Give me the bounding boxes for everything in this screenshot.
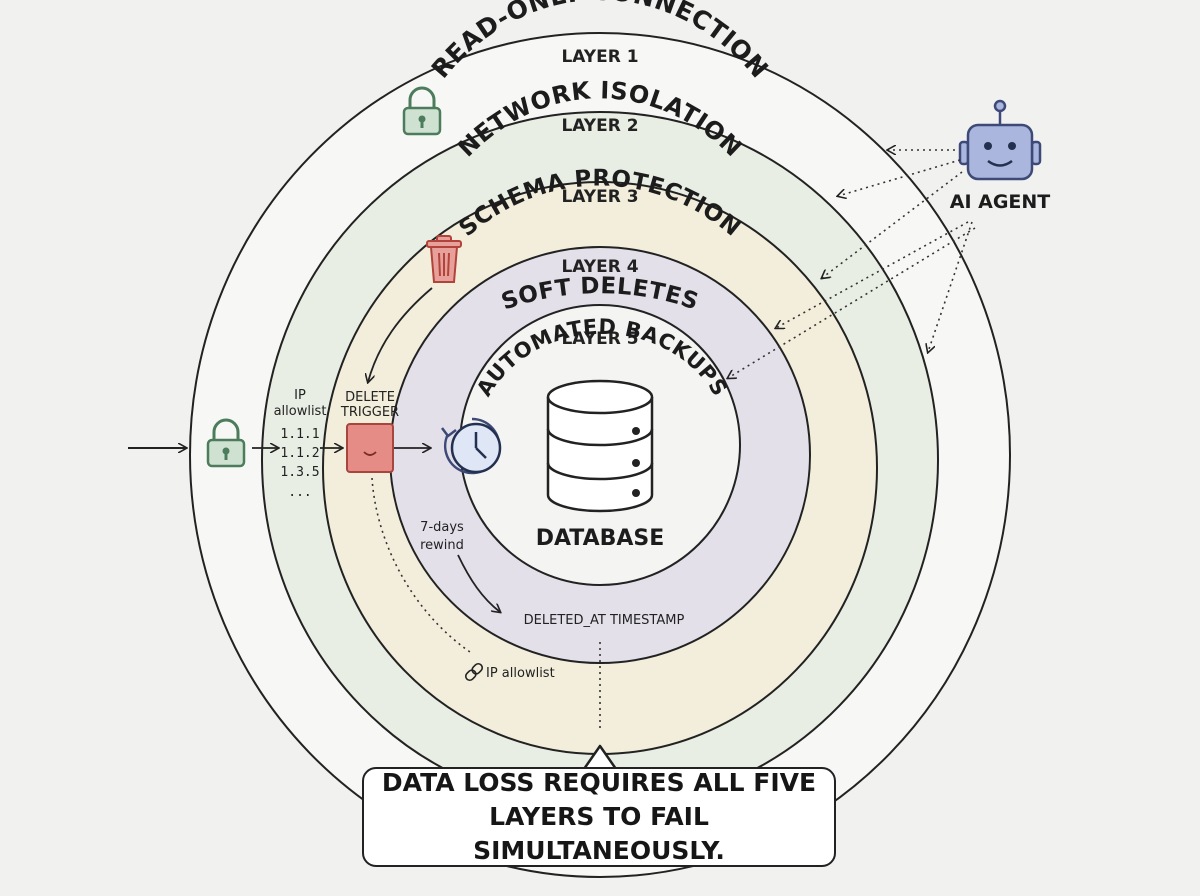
- layer-1-number: LAYER 1: [561, 47, 638, 67]
- trash-icon: [426, 235, 462, 283]
- agent-arrow-layer5: [728, 227, 976, 378]
- database-icon: [546, 379, 654, 513]
- lock-icon: [402, 86, 442, 136]
- database-label: DATABASE: [536, 526, 665, 551]
- layer-2-number: LAYER 2: [561, 116, 638, 136]
- lock-icon-left: [206, 418, 246, 468]
- callout-pointer: [582, 744, 618, 770]
- summary-callout: DATA LOSS REQUIRES ALL FIVE LAYERS TO FA…: [362, 767, 836, 867]
- trigger-label-line2: TRIGGER: [340, 405, 399, 420]
- layer-5-number: LAYER 5: [561, 329, 638, 349]
- link-icon: [464, 662, 484, 682]
- agent-label: AI AGENT: [950, 191, 1051, 213]
- rewind-arrow: [457, 554, 500, 612]
- backup-clock-icon: [441, 417, 502, 475]
- allowlist-title-line2: allowlist: [274, 404, 327, 419]
- delete-trigger-box: [346, 423, 394, 473]
- trash-to-trigger-arrow: [368, 287, 433, 382]
- rewind-label-line2: rewind: [420, 538, 464, 553]
- robot-icon: [958, 99, 1042, 181]
- rewind-label-line1: 7-days: [420, 520, 464, 535]
- allowlist-ip: ...: [288, 485, 311, 500]
- layer-3-number: LAYER 3: [561, 187, 638, 207]
- layer-4-number: LAYER 4: [561, 257, 638, 277]
- trigger-label-line1: DELETE: [345, 390, 395, 405]
- agent-arrow-outer: [928, 221, 973, 352]
- allowlist-ip: 1.1.2: [280, 446, 319, 461]
- callout-text: DATA LOSS REQUIRES ALL FIVE LAYERS TO FA…: [364, 766, 834, 868]
- allowlist-title-line1: IP: [294, 388, 306, 403]
- callout-line1: DATA LOSS REQUIRES ALL FIVE: [381, 768, 817, 797]
- agent-arrow-layer4: [776, 221, 969, 328]
- link-label: IP allowlist: [486, 666, 555, 681]
- allowlist-ip: 1.1.1: [280, 427, 319, 442]
- timestamp-label: DELETED_AT TIMESTAMP: [524, 613, 685, 628]
- allowlist-ip: 1.3.5: [280, 465, 319, 480]
- callout-line2: LAYERS TO FAIL SIMULTANEOUSLY.: [473, 802, 725, 865]
